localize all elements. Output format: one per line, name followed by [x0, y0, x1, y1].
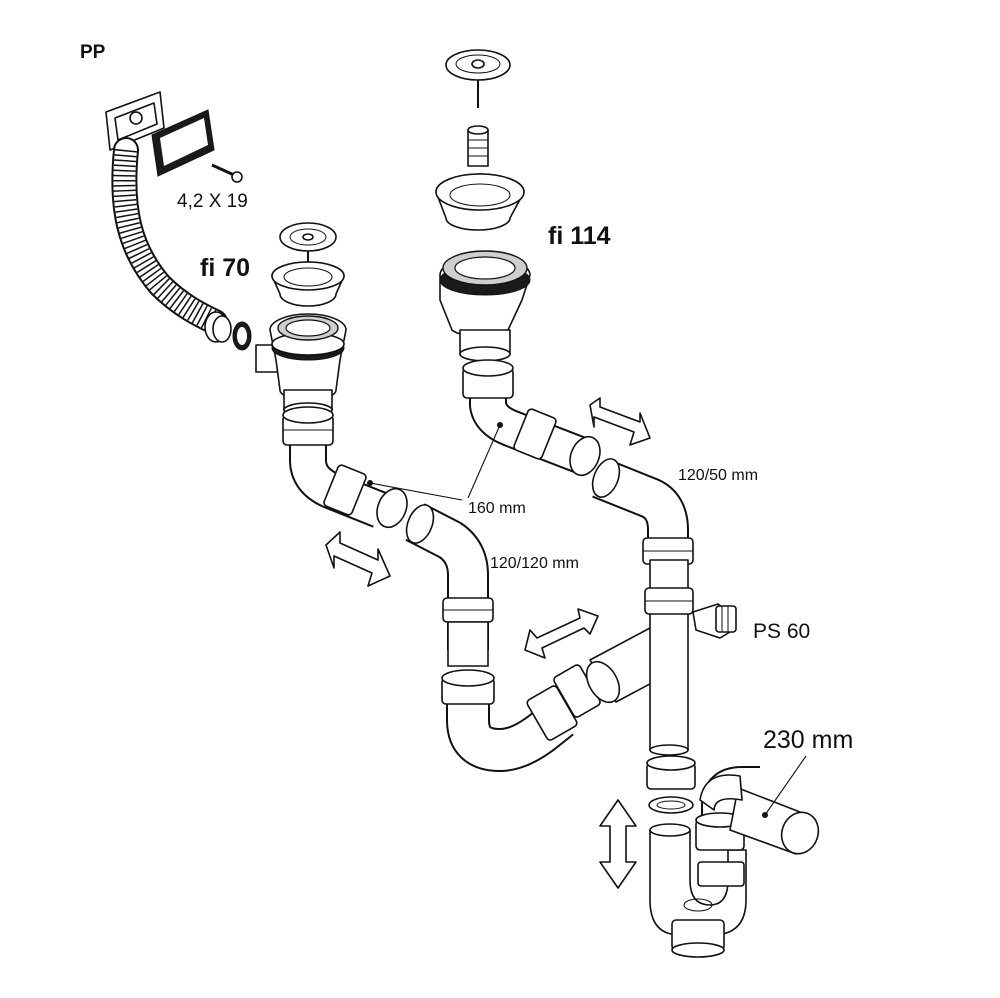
large-strainer-label: fi 114	[548, 222, 611, 250]
leader-dot-left	[367, 480, 373, 486]
hose-nut	[204, 311, 232, 343]
large-strainer-basket	[445, 49, 511, 108]
distance-160-label: 160 mm	[468, 500, 526, 517]
leader-230	[764, 755, 807, 816]
tee-vertical-pipe	[644, 559, 694, 756]
pipe-120-50-label: 120/50 mm	[678, 467, 758, 484]
small-strainer-body	[255, 313, 347, 418]
hose-washer	[232, 321, 252, 351]
left-bend-pipe	[282, 406, 408, 529]
trap-nut	[646, 755, 696, 790]
side-inlet-label: PS 60	[753, 620, 810, 643]
overflow-gasket	[151, 109, 215, 177]
large-strainer-body	[439, 250, 531, 362]
small-strainer-basket	[279, 222, 337, 262]
leader-dot-230	[762, 812, 768, 818]
screw-icon	[211, 163, 243, 183]
trap-washer	[648, 796, 694, 814]
adjust-arrow-upper-icon	[589, 397, 651, 446]
adjust-arrow-left-icon	[325, 531, 391, 587]
middle-elbow	[405, 503, 494, 667]
outlet-pipe-label: 230 mm	[763, 726, 853, 754]
right-bend-pipe	[462, 359, 601, 477]
material-label: PP	[80, 42, 106, 63]
bottom-bend-pipe	[441, 664, 601, 772]
overflow-plate	[105, 91, 165, 151]
screw-size-label: 4,2 X 19	[177, 191, 248, 212]
small-strainer-label: fi 70	[200, 254, 250, 282]
leader-160-right	[467, 424, 501, 499]
overflow-hose	[111, 137, 228, 335]
large-strainer-screw	[467, 125, 489, 167]
upper-right-elbow	[591, 458, 694, 565]
leader-160-left	[369, 482, 463, 501]
adjust-arrow-middle-icon	[524, 608, 599, 659]
adjust-arrow-vertical-icon	[599, 799, 637, 889]
pipe-120-120-label: 120/120 mm	[490, 555, 579, 572]
leader-dot-right	[497, 422, 503, 428]
outlet-pipe	[699, 774, 820, 855]
side-inlet-nozzle	[692, 603, 737, 639]
small-strainer-flange	[271, 261, 345, 307]
large-strainer-flange	[435, 173, 525, 231]
bottle-trap	[649, 823, 747, 958]
